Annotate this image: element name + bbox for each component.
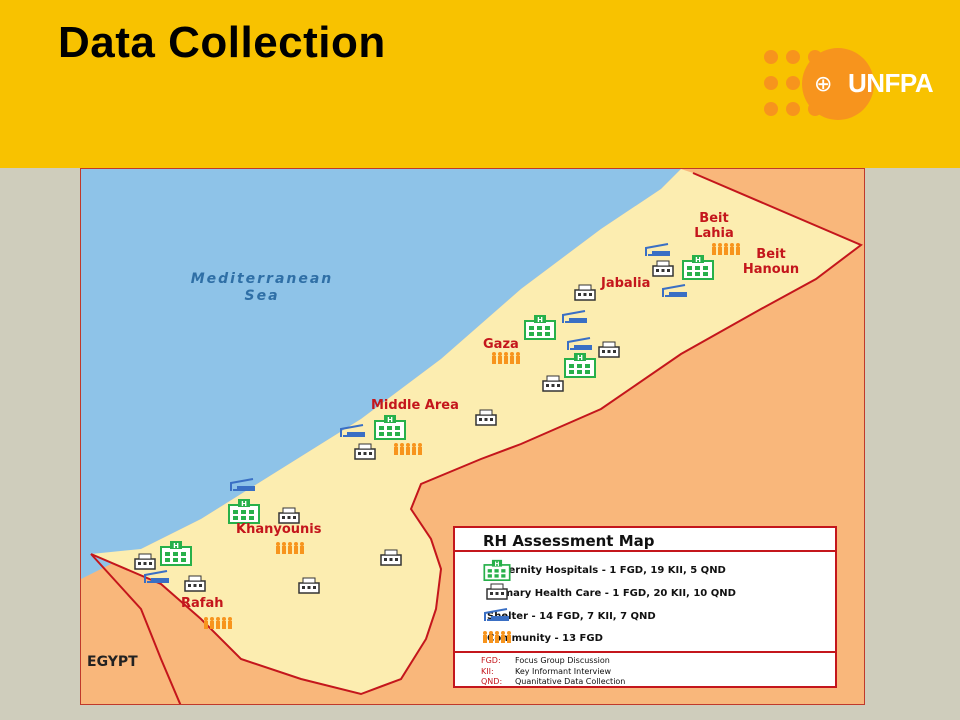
abbr-key: FGD: [481, 656, 501, 665]
legend-item-shelter: Shelter - 14 FGD, 7 KII, 7 QND [481, 605, 656, 627]
abbr-meaning: Key Informant Interview [515, 667, 611, 676]
legend-box: RH Assessment Map Maternity Hospitals - … [453, 526, 837, 688]
place-jabalia: Jabalia [601, 276, 651, 291]
legend-divider [455, 651, 835, 653]
logo-circle [802, 48, 874, 120]
egypt-label: EGYPT [87, 654, 138, 670]
legend-label: Primary Health Care - 1 FGD, 20 KII, 10 … [487, 587, 736, 599]
abbr-meaning: Quanitative Data Collection [515, 677, 626, 686]
legend-title: RH Assessment Map [483, 532, 655, 550]
place-khanyounis: Khanyounis [236, 522, 322, 537]
legend-label: Shelter - 14 FGD, 7 KII, 7 QND [487, 610, 656, 622]
beit-lahia-line1: Beit [699, 211, 729, 226]
logo-text: UNFPA [848, 68, 934, 98]
beit-lahia-line2: Lahia [694, 226, 734, 241]
abbr-key: KII: [481, 667, 494, 676]
shelter-icon [484, 608, 510, 622]
abbr-fgd: FGD: Focus Group Discussion [481, 656, 610, 665]
legend-item-community: Community - 13 FGD [481, 627, 603, 649]
beit-hanoun-line1: Beit [756, 247, 786, 262]
abbr-qnd: QND: Quanitative Data Collection [481, 677, 625, 686]
sea-label-line2: Sea [244, 288, 280, 304]
phc-building-icon [486, 583, 508, 600]
gaza-map: H [80, 168, 865, 705]
abbr-key: QND: [481, 677, 503, 686]
legend-label: Maternity Hospitals - 1 FGD, 19 KII, 5 Q… [487, 564, 726, 576]
beit-hanoun-line2: Hanoun [742, 262, 800, 277]
sea-label: Mediterranean Sea [157, 271, 367, 305]
header-bar: Data Collection ⊕ UNFPA [0, 0, 960, 168]
legend-item-phc: Primary Health Care - 1 FGD, 20 KII, 10 … [481, 582, 736, 604]
sea-label-line1: Mediterranean [190, 271, 334, 287]
place-beit-hanoun: Beit Hanoun [736, 247, 806, 277]
place-beit-lahia: Beit Lahia [689, 211, 739, 241]
legend-item-hospitals: Maternity Hospitals - 1 FGD, 19 KII, 5 Q… [481, 559, 726, 581]
legend-divider [455, 550, 835, 552]
un-emblem-icon: ⊕ [814, 72, 833, 97]
place-middle-area: Middle Area [371, 398, 459, 413]
community-people-icon [483, 631, 511, 643]
abbr-kii: KII: Key Informant Interview [481, 667, 611, 676]
abbr-meaning: Focus Group Discussion [515, 656, 610, 665]
hospital-icon [483, 559, 511, 581]
place-gaza: Gaza [483, 337, 519, 352]
place-rafah: Rafah [181, 596, 224, 611]
unfpa-logo: ⊕ UNFPA [762, 46, 934, 122]
legend-label: Community - 13 FGD [487, 632, 603, 644]
slide-title: Data Collection [58, 18, 386, 67]
